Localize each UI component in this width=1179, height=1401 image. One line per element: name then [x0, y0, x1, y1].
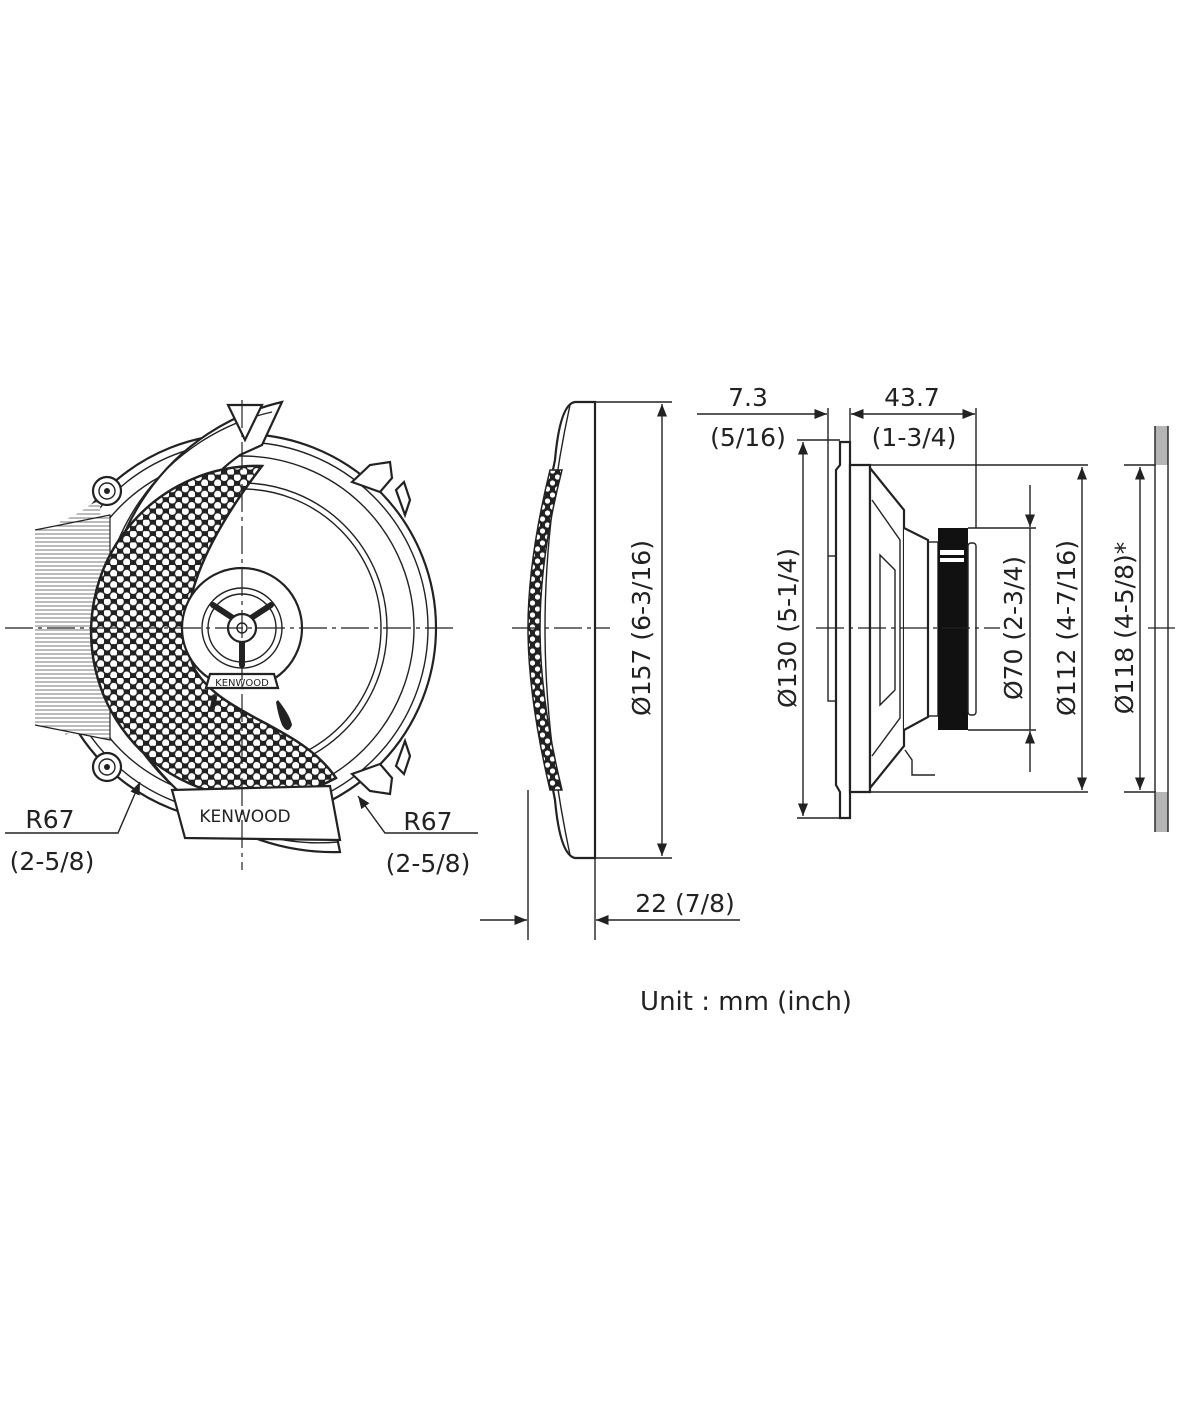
kenwood-badge: [170, 784, 342, 842]
flange-thickness-value: 7.3: [728, 383, 768, 412]
basket: [868, 464, 906, 792]
radius-left-value: R67: [25, 805, 74, 834]
badge-text: KENWOOD: [199, 807, 290, 827]
radius-left-leader: [5, 781, 141, 834]
radius-right-inch: (2-5/8): [386, 849, 471, 878]
mount-tab-top: [349, 460, 412, 519]
outer-diameter-label: Ø157 (6-3/16): [627, 540, 656, 716]
unit-note: Unit : mm (inch): [640, 987, 852, 1017]
cone-logo-text: KENWOOD: [215, 678, 269, 689]
basket-diameter-label: Ø112 (4-7/16): [1052, 540, 1081, 716]
magnet-diameter-label: Ø70 (2-3/4): [999, 556, 1028, 700]
screw-top-icon: [91, 475, 123, 507]
mount-depth-value: 43.7: [884, 383, 940, 412]
radius-right-value: R67: [403, 807, 452, 836]
side-grille: [527, 469, 563, 791]
cutout-diameter-label: Ø118 (4-5/8)*: [1110, 542, 1139, 715]
flange: [834, 440, 852, 820]
triangle-mark-icon: [226, 403, 264, 443]
radius-left-inch: (2-5/8): [10, 847, 95, 876]
mount-depth-inch: (1-3/4): [872, 423, 957, 452]
mount-tab-bottom: [349, 737, 412, 796]
side-view: Ø157 (6-3/16) 22 (7/8): [480, 400, 740, 940]
screw-bottom-icon: [91, 751, 123, 783]
front-view: KENWOOD KENWOOD R67 (2-5/8) R67 (2-5/8): [5, 400, 478, 878]
radius-right-leader: [357, 795, 478, 834]
flange-diameter-label: Ø130 (5-1/4): [773, 548, 802, 708]
profile-view: 7.3 (5/16) 43.7 (1-3/4) Ø130 (5-1/4) Ø70…: [697, 383, 1175, 832]
depth-label: 22 (7/8): [635, 889, 735, 918]
mounting-wall: [1154, 426, 1169, 832]
flange-thickness-inch: (5/16): [710, 423, 786, 452]
